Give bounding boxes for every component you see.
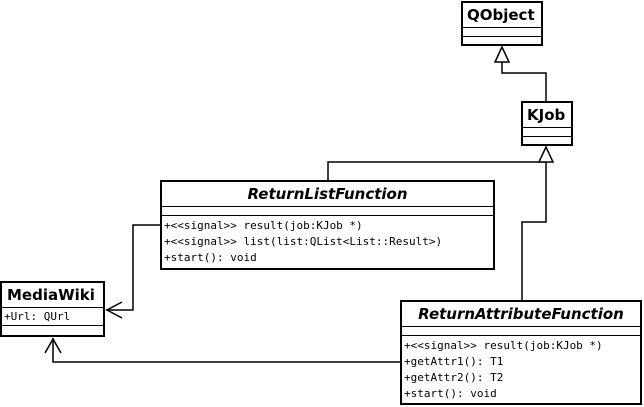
attributes-compartment: +Url: QUrl bbox=[2, 307, 103, 325]
generalization-rlf-kjob bbox=[327, 161, 546, 180]
generalization-arrowhead-kjob bbox=[537, 145, 555, 163]
class-name: ReturnListFunction bbox=[247, 185, 408, 203]
class-name: ReturnAttributeFunction bbox=[418, 305, 624, 323]
attribute: +Url: QUrl bbox=[4, 310, 71, 323]
operations-compartment bbox=[2, 325, 103, 334]
operation: +start(): void bbox=[404, 387, 497, 400]
attributes-compartment bbox=[162, 206, 493, 215]
operation: +getAttr1(): T1 bbox=[404, 355, 504, 368]
class-return-list-function[interactable]: ReturnListFunction +<<signal>> result(jo… bbox=[160, 180, 495, 270]
class-name: MediaWiki bbox=[7, 286, 95, 304]
operation: +<<signal>> result(job:KJob *) bbox=[164, 219, 363, 232]
operations-compartment: +<<signal>> result(job:KJob *) +getAttr1… bbox=[402, 335, 640, 402]
class-name: KJob bbox=[527, 106, 566, 124]
class-return-attribute-function[interactable]: ReturnAttributeFunction +<<signal>> resu… bbox=[400, 300, 642, 405]
operations-compartment bbox=[523, 136, 571, 145]
association-arrowhead-mediawiki-bottom bbox=[44, 337, 62, 354]
operations-compartment bbox=[463, 36, 541, 45]
attributes-compartment bbox=[463, 27, 541, 36]
generalization-kjob-qobject bbox=[501, 62, 547, 101]
class-kjob[interactable]: KJob bbox=[521, 101, 573, 146]
class-media-wiki[interactable]: MediaWiki +Url: QUrl bbox=[0, 281, 105, 337]
attributes-compartment bbox=[523, 127, 571, 136]
operation: +<<signal>> result(job:KJob *) bbox=[404, 339, 603, 352]
operation: +getAttr2(): T2 bbox=[404, 371, 504, 384]
generalization-raf-kjob bbox=[521, 162, 547, 300]
association-arrowhead-mediawiki-right bbox=[105, 301, 123, 319]
class-name: QObject bbox=[467, 6, 535, 24]
class-qobject[interactable]: QObject bbox=[461, 1, 543, 46]
operation: +start(): void bbox=[164, 251, 257, 264]
operations-compartment: +<<signal>> result(job:KJob *) +<<signal… bbox=[162, 215, 493, 266]
operation: +<<signal>> list(list:QList<List::Result… bbox=[164, 235, 443, 248]
generalization-arrowhead-qobject bbox=[493, 45, 511, 63]
association-rlf-mediawiki bbox=[106, 224, 160, 311]
attributes-compartment bbox=[402, 326, 640, 335]
association-raf-mediawiki bbox=[52, 338, 400, 363]
